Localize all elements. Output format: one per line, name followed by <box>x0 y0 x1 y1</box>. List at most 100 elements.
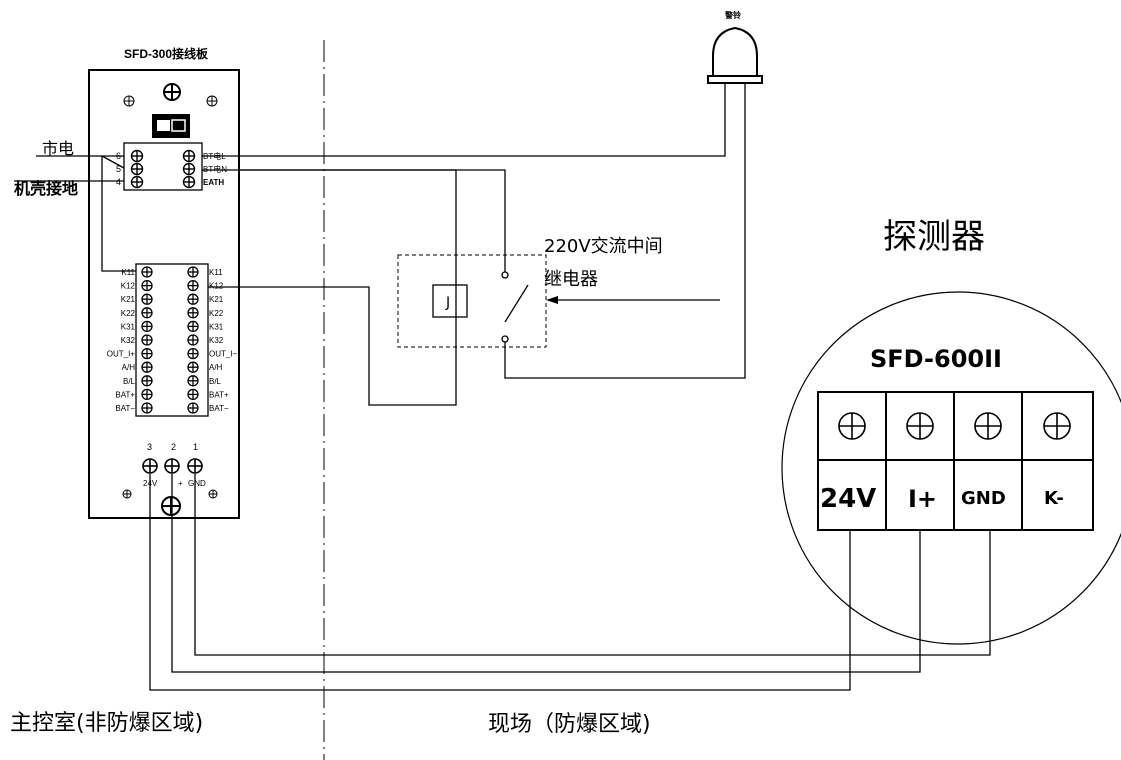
terminal-screw-icon <box>906 412 934 440</box>
relay-housing <box>397 254 547 348</box>
relay-contact <box>501 271 509 279</box>
signal-terminal-label: BAT− <box>115 404 135 413</box>
signal-terminal-label: K31 <box>121 322 136 331</box>
mains-label: 市电 <box>42 139 74 158</box>
power-terminal-label: EATH <box>203 178 224 187</box>
signal-terminal-label: BAT− <box>209 404 229 413</box>
signal-terminal-label: K31 <box>209 322 224 331</box>
terminal-screw-icon <box>974 412 1002 440</box>
ground-return-wire <box>194 474 991 656</box>
terminal-screw-icon <box>164 458 180 474</box>
signal-terminal-label: B/L <box>209 377 222 386</box>
signal-current-wire <box>171 474 921 673</box>
mounting-screw-icon <box>123 95 135 107</box>
power-terminal-number: 5 <box>116 164 121 174</box>
signal-terminal-label: OUT_I+ <box>107 350 136 359</box>
signal-terminal-label: BAT+ <box>115 390 135 399</box>
signal-terminal-label: B/L <box>123 377 136 386</box>
relay-label-line1: 220V交流中间 <box>544 236 663 257</box>
alarm-label: 警铃 <box>724 10 741 20</box>
power-terminal-screws <box>130 149 196 189</box>
power-terminal-label: BT电N <box>203 164 227 174</box>
terminal-screw-icon <box>187 402 199 414</box>
mounting-screw-icon <box>208 489 218 499</box>
relay-label-line2: 继电器 <box>544 269 598 290</box>
mains-wire <box>101 155 125 169</box>
detector-terminal-dividers <box>885 392 1023 530</box>
detector-terminal-label: K- <box>1044 488 1064 509</box>
board-title: SFD-300接线板 <box>124 46 209 61</box>
signal-terminal-block <box>135 263 209 417</box>
bottom-terminal-labels: 24V + GND <box>143 479 206 488</box>
relay-coil-label: J <box>445 295 450 311</box>
relay-coil <box>432 284 468 318</box>
terminal-screw-icon <box>141 279 153 292</box>
terminal-screw-icon <box>130 149 144 163</box>
detector-heading: 探测器 <box>883 217 985 257</box>
mounting-screw-icon <box>161 496 181 516</box>
mains-to-relay-wire <box>101 156 136 272</box>
supply-24v-wire <box>149 474 851 691</box>
terminal-screw-icon <box>187 458 203 474</box>
detector-model: SFD-600II <box>870 345 1002 373</box>
signal-terminal-label: K22 <box>209 309 224 318</box>
power-switch <box>152 114 190 138</box>
terminal-screw-icon <box>1043 412 1071 440</box>
alarm-bell-icon <box>707 26 763 92</box>
signal-terminal-screws <box>141 266 199 414</box>
signal-terminal-label: K21 <box>209 295 224 304</box>
terminal-screw-icon <box>141 402 153 414</box>
bottom-terminal-screws <box>142 458 203 474</box>
terminal-screw-icon <box>187 279 199 292</box>
signal-terminal-label: A/H <box>122 363 136 372</box>
mounting-screw-icon <box>206 95 218 107</box>
terminal-screw-icon <box>141 266 153 278</box>
terminal-screw-icon <box>141 375 153 387</box>
signal-terminal-label: BAT+ <box>209 390 229 399</box>
relay-switch-blade <box>504 284 529 323</box>
chassis-ground-label: 机壳接地 <box>14 179 78 198</box>
terminal-screw-icon <box>182 175 196 189</box>
signal-terminal-label: K22 <box>121 309 136 318</box>
relay-contact-wire <box>456 169 506 272</box>
terminal-screw-icon <box>141 293 153 305</box>
signal-terminal-label: K11 <box>121 268 135 277</box>
detector-body <box>781 291 1121 645</box>
signal-terminal-label: K11 <box>209 268 223 277</box>
bottom-terminal-number: 1 <box>193 442 198 452</box>
board-body <box>88 69 240 519</box>
terminal-screw-icon <box>141 347 153 360</box>
relay-contact <box>501 335 509 343</box>
control-room-zone-label: 主控室(非防爆区域) <box>10 711 203 736</box>
terminal-screw-icon <box>182 162 196 176</box>
terminal-screw-icon <box>187 307 199 319</box>
bottom-terminal-label: GND <box>188 479 206 488</box>
detector-terminal-label: GND <box>961 488 1006 509</box>
signal-terminal-label: OUT_I− <box>209 350 238 359</box>
terminal-screw-icon <box>187 320 199 333</box>
mounting-screw-icon <box>163 83 181 101</box>
terminal-screw-icon <box>141 320 153 333</box>
signal-terminal-label: K32 <box>121 336 136 345</box>
relay-coil-wire <box>208 170 457 406</box>
terminal-screw-icon <box>187 266 199 278</box>
terminal-screw-icon <box>130 175 144 189</box>
detector-terminal-label: 24V <box>820 484 876 514</box>
terminal-screw-icon <box>187 375 199 387</box>
bottom-terminal-numbers: 3 2 1 <box>147 442 198 452</box>
terminal-screw-icon <box>142 458 158 474</box>
detector-terminal-label: I+ <box>908 485 937 513</box>
alarm-live-wire <box>202 92 726 157</box>
bottom-terminal-number: 2 <box>171 442 176 452</box>
terminal-screw-icon <box>141 388 153 401</box>
terminal-screw-icon <box>187 361 199 373</box>
bottom-terminal-number: 3 <box>147 442 152 452</box>
terminal-screw-icon <box>187 388 199 401</box>
terminal-screw-icon <box>187 293 199 305</box>
terminal-screw-icon <box>187 347 199 360</box>
terminal-screw-icon <box>182 149 196 163</box>
power-terminal-number: 4 <box>116 177 121 187</box>
terminal-screw-icon <box>141 361 153 373</box>
